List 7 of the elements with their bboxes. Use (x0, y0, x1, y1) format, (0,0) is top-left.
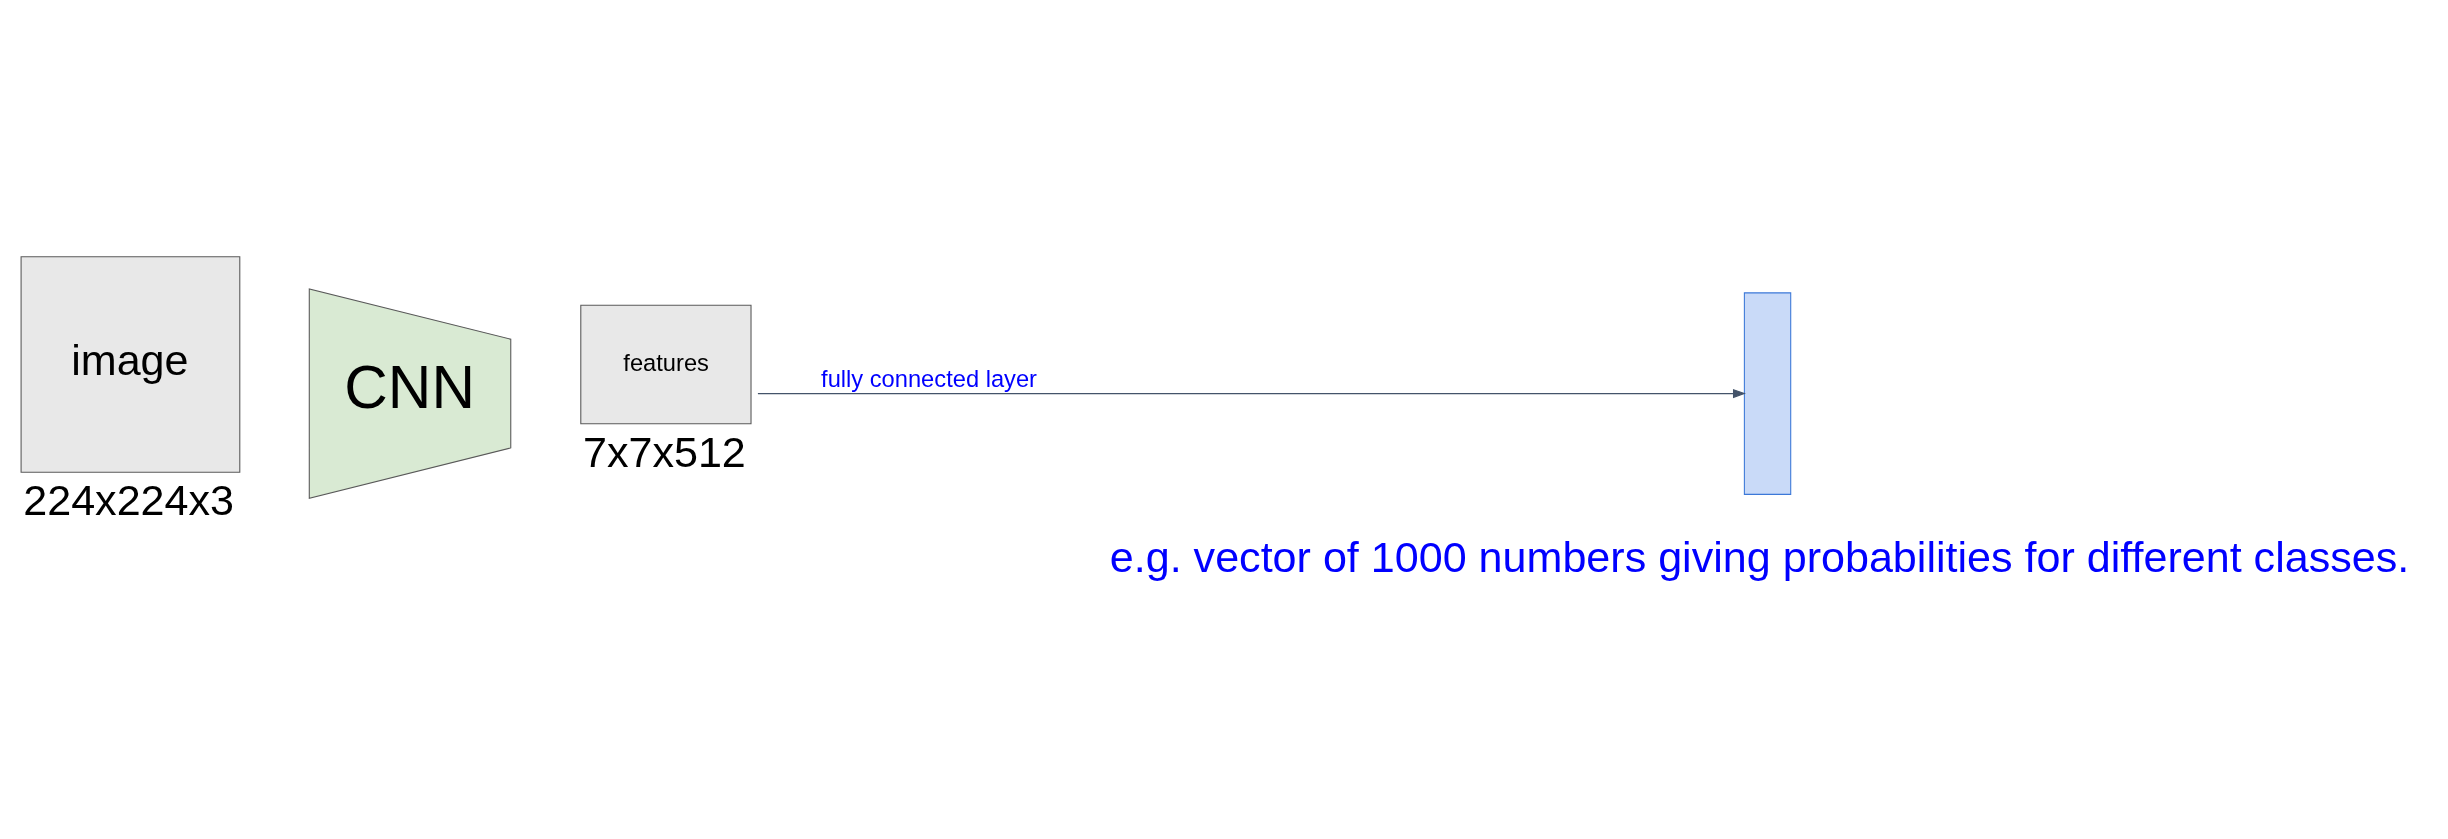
node-bar (1743, 291, 1792, 495)
arrow (757, 388, 1746, 398)
edge-label: fully connected layer (821, 365, 1038, 392)
node-box: CNN (308, 287, 512, 499)
label: e.g. vector of 1000 numbers giving probabilities for different classes. (1109, 532, 2410, 581)
node-label: 7x7x512 (582, 427, 746, 476)
node-label: 224x224x3 (23, 475, 235, 524)
